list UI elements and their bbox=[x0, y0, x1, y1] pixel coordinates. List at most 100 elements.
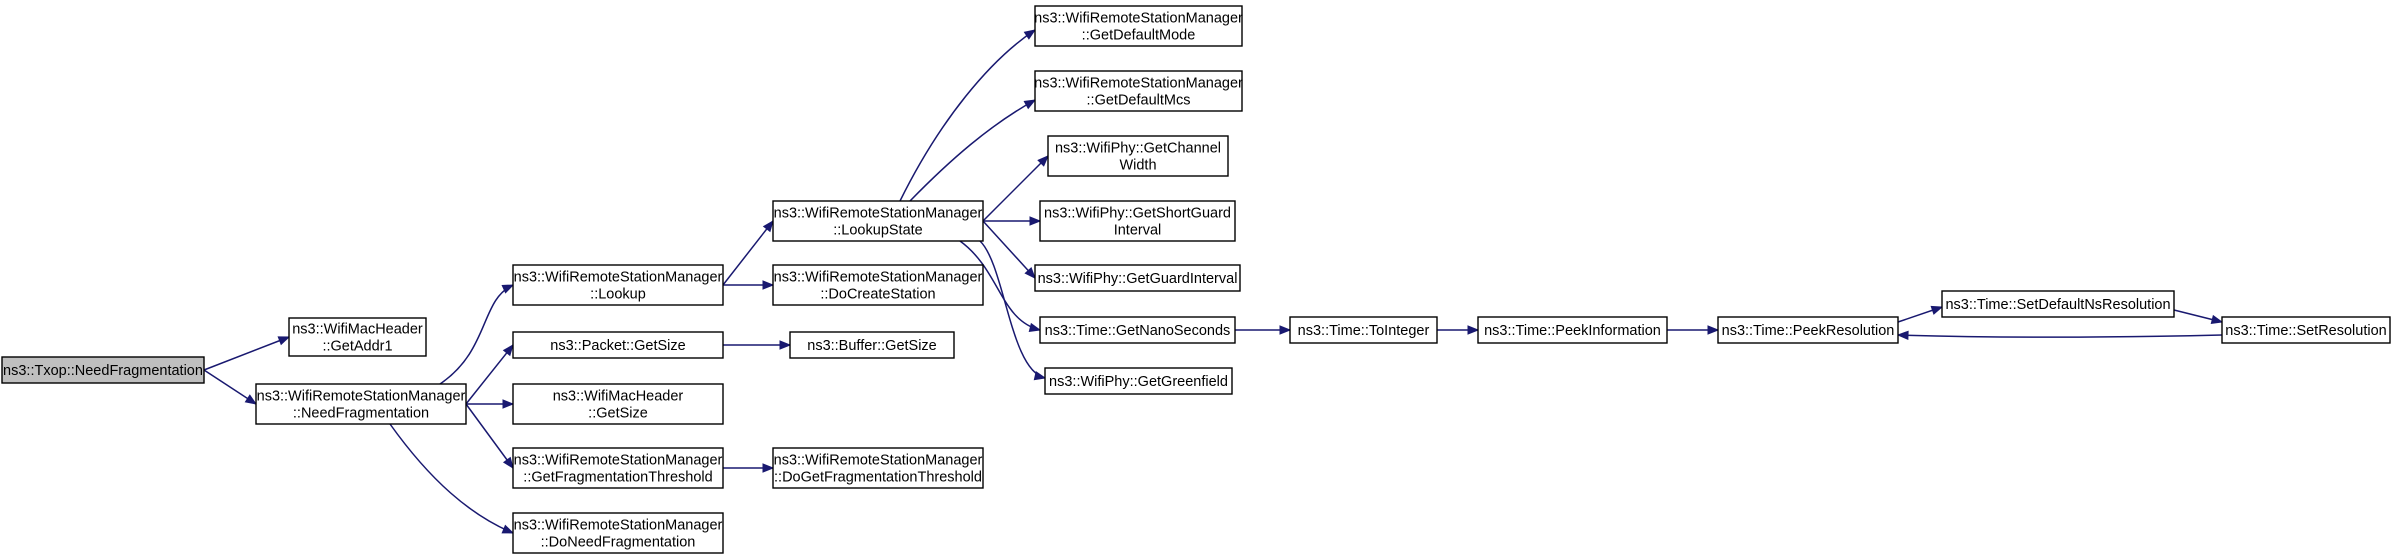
node-time-peekinformation[interactable]: ns3::Time::PeekInformation bbox=[1477, 316, 1668, 344]
node-wifimacheader-getsize[interactable]: ns3::WifiMacHeader::GetSize bbox=[512, 383, 724, 425]
arrowhead bbox=[1033, 371, 1047, 381]
node-box bbox=[512, 331, 724, 359]
edge-line bbox=[439, 284, 514, 385]
edge-line bbox=[899, 29, 1036, 202]
node-label-line: ns3::Buffer::GetSize bbox=[807, 338, 937, 354]
edge-n21-to-n22 bbox=[1897, 305, 1944, 323]
node-label-line: ::NeedFragmentation bbox=[293, 405, 429, 421]
edge-n20-to-n21 bbox=[1667, 325, 1720, 335]
arrowhead bbox=[501, 284, 515, 294]
call-edges bbox=[203, 29, 2224, 534]
edge-line bbox=[203, 336, 290, 371]
node-label-line: ::GetDefaultMode bbox=[1082, 27, 1196, 43]
edge-n19-to-n20 bbox=[1437, 325, 1480, 335]
node-label-line: ns3::WifiRemoteStationManager bbox=[514, 452, 723, 468]
edge-n2-to-n3 bbox=[439, 284, 515, 385]
node-label-line: ns3::WifiRemoteStationManager bbox=[774, 269, 983, 285]
node-time-getnanoseconds[interactable]: ns3::Time::GetNanoSeconds bbox=[1039, 316, 1236, 344]
edge-line bbox=[389, 423, 514, 534]
node-wifiremotestationmanager-lookupstate[interactable]: ns3::WifiRemoteStationManager::LookupSta… bbox=[772, 200, 984, 242]
node-label-line: ns3::WifiRemoteStationManager bbox=[774, 205, 983, 221]
node-box bbox=[1047, 135, 1229, 177]
node-label-line: ::Lookup bbox=[590, 286, 646, 302]
node-packet-getsize[interactable]: ns3::Packet::GetSize bbox=[512, 331, 724, 359]
node-time-setresolution[interactable]: ns3::Time::SetResolution bbox=[2221, 316, 2391, 344]
node-time-peekresolution[interactable]: ns3::Time::PeekResolution bbox=[1717, 316, 1899, 344]
arrowhead bbox=[762, 463, 775, 473]
edge-n8-to-n12 bbox=[899, 29, 1037, 202]
node-label-line: ns3::Time::PeekResolution bbox=[1722, 323, 1895, 339]
node-label-line: ns3::Time::PeekInformation bbox=[1484, 323, 1661, 339]
node-label-line: ns3::WifiRemoteStationManager bbox=[1034, 10, 1243, 26]
node-label-line: ns3::Time::GetNanoSeconds bbox=[1045, 323, 1231, 339]
node-box bbox=[2221, 316, 2391, 344]
node-box bbox=[1717, 316, 1899, 344]
node-label-line: ns3::WifiRemoteStationManager bbox=[514, 269, 723, 285]
node-box bbox=[789, 331, 955, 359]
node-wifiremotestationmanager-getfragmentationthreshold[interactable]: ns3::WifiRemoteStationManager::GetFragme… bbox=[512, 447, 724, 489]
arrowhead bbox=[1467, 325, 1480, 335]
node-time-tointeger[interactable]: ns3::Time::ToInteger bbox=[1289, 316, 1438, 344]
node-label-line: ns3::Time::SetResolution bbox=[2225, 323, 2386, 339]
node-time-setdefaultnsresolution[interactable]: ns3::Time::SetDefaultNsResolution bbox=[1941, 290, 2175, 318]
arrowhead bbox=[1024, 267, 1036, 279]
node-wifiphy-getgreenfield[interactable]: ns3::WifiPhy::GetGreenfield bbox=[1044, 367, 1233, 395]
edge-line bbox=[982, 155, 1049, 222]
node-wifiremotestationmanager-getdefaultmcs[interactable]: ns3::WifiRemoteStationManager::GetDefaul… bbox=[1034, 70, 1243, 112]
edge-n8-to-n16 bbox=[982, 220, 1036, 279]
node-label-line: ::GetFragmentationThreshold bbox=[523, 469, 712, 485]
arrowhead bbox=[762, 219, 774, 233]
arrowhead bbox=[1037, 155, 1049, 167]
arrowhead bbox=[1279, 325, 1292, 335]
node-wifiremotestationmanager-lookup[interactable]: ns3::WifiRemoteStationManager::Lookup bbox=[512, 264, 724, 306]
arrowhead bbox=[1707, 325, 1720, 335]
node-label-line: ns3::WifiRemoteStationManager bbox=[514, 517, 723, 533]
node-wifiphy-getguardinterval[interactable]: ns3::WifiPhy::GetGuardInterval bbox=[1034, 264, 1241, 292]
node-label-line: ::GetSize bbox=[588, 405, 648, 421]
node-box bbox=[512, 447, 724, 489]
node-wifimacheader-getaddr1[interactable]: ns3::WifiMacHeader::GetAddr1 bbox=[288, 317, 427, 357]
node-wifiremotestationmanager-dogetfragmentationthreshold[interactable]: ns3::WifiRemoteStationManager::DoGetFrag… bbox=[772, 447, 984, 489]
edge-n2-to-n5 bbox=[466, 399, 515, 409]
edge-n17-to-n19 bbox=[1235, 325, 1292, 335]
node-wifiremotestationmanager-needfragmentation[interactable]: ns3::WifiRemoteStationManager::NeedFragm… bbox=[255, 383, 467, 425]
edge-n8-to-n13 bbox=[909, 99, 1037, 202]
edge-n3-to-n8 bbox=[722, 219, 774, 286]
node-txop-needfragmentation[interactable]: ns3::Txop::NeedFragmentation bbox=[1, 356, 205, 384]
node-box bbox=[1039, 200, 1236, 242]
node-label-line: ns3::Time::SetDefaultNsResolution bbox=[1945, 297, 2170, 313]
node-box bbox=[1289, 316, 1438, 344]
node-label-line: ::GetAddr1 bbox=[322, 338, 392, 354]
arrowhead bbox=[502, 343, 514, 357]
edge-n4-to-n10 bbox=[723, 340, 792, 350]
node-label-line: ns3::WifiPhy::GetGuardInterval bbox=[1038, 271, 1238, 287]
arrowhead bbox=[1028, 322, 1042, 333]
arrowhead bbox=[502, 456, 514, 470]
node-box bbox=[772, 264, 984, 306]
node-buffer-getsize[interactable]: ns3::Buffer::GetSize bbox=[789, 331, 955, 359]
node-label-line: ns3::Packet::GetSize bbox=[550, 338, 685, 354]
node-box bbox=[512, 264, 724, 306]
edge-line bbox=[959, 240, 1041, 331]
node-label-line: ::DoCreateStation bbox=[820, 286, 935, 302]
arrowhead bbox=[501, 524, 515, 534]
arrowhead bbox=[502, 399, 515, 409]
edge-n8-to-n18 bbox=[979, 240, 1047, 381]
node-box bbox=[1034, 70, 1243, 112]
node-label-line: ::GetDefaultMcs bbox=[1087, 92, 1191, 108]
edge-n22-to-n23 bbox=[2173, 309, 2224, 325]
node-wifiremotestationmanager-getdefaultmode[interactable]: ns3::WifiRemoteStationManager::GetDefaul… bbox=[1034, 5, 1243, 47]
node-label-line: ns3::WifiPhy::GetGreenfield bbox=[1049, 374, 1228, 390]
node-wifiremotestationmanager-docreatestation[interactable]: ns3::WifiRemoteStationManager::DoCreateS… bbox=[772, 264, 984, 306]
edge-n3-to-n9 bbox=[723, 280, 775, 290]
edge-n8-to-n15 bbox=[983, 216, 1042, 226]
node-label-line: ns3::WifiMacHeader bbox=[553, 388, 684, 404]
edge-line bbox=[909, 99, 1036, 202]
node-box bbox=[1044, 367, 1233, 395]
node-label-line: ns3::WifiMacHeader bbox=[292, 321, 423, 337]
arrowhead bbox=[762, 280, 775, 290]
node-wifiremotestationmanager-doneedfragmentation[interactable]: ns3::WifiRemoteStationManager::DoNeedFra… bbox=[512, 512, 724, 554]
